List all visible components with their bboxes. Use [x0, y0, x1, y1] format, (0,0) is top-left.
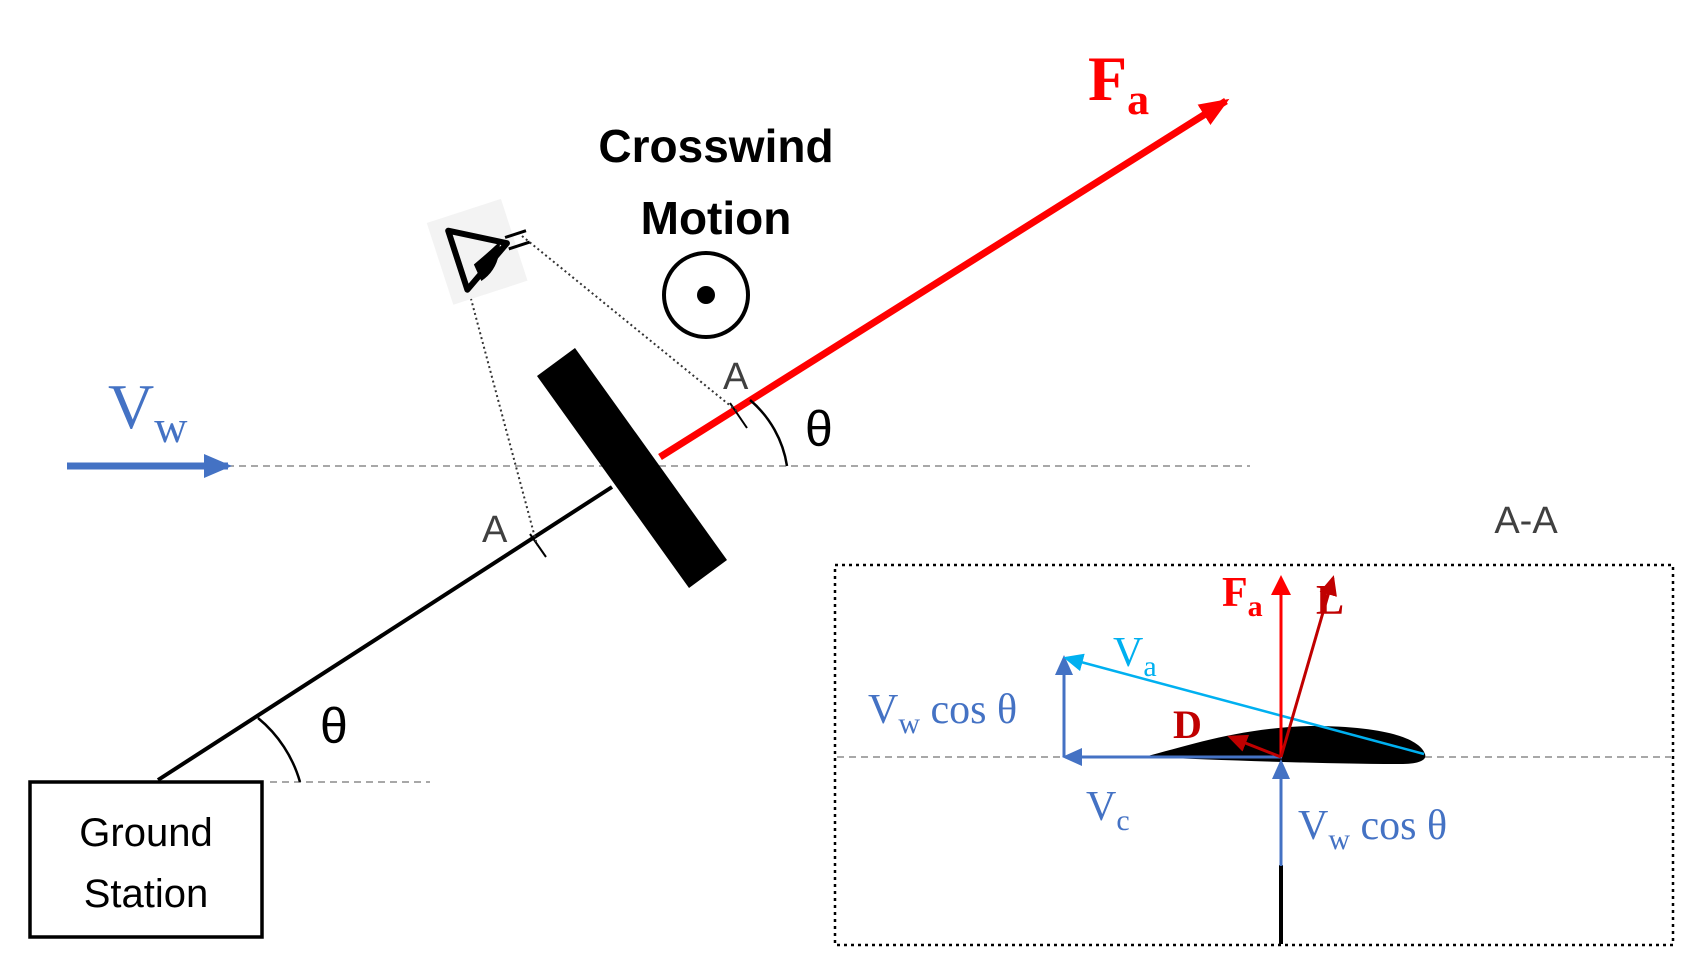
ground-station-box — [28, 780, 264, 939]
crosswind-label-line2: Motion — [641, 192, 792, 244]
apparent-wind-label: Va — [1113, 630, 1157, 683]
section-title: A-A — [1494, 500, 1558, 542]
lift-label: L — [1316, 578, 1344, 624]
section-mark-upper: A — [723, 356, 749, 398]
aerodynamic-force-arrow — [658, 98, 1230, 460]
inset-force-label-sub: a — [1248, 590, 1263, 623]
section-tick-lower — [529, 533, 547, 558]
section-mark-lower: A — [482, 509, 508, 551]
aerodynamic-force-label: Fa — [1088, 43, 1149, 124]
view-line-upper — [521, 235, 739, 413]
apparent-wind-label-sub: a — [1143, 650, 1156, 683]
wind-cos-label-left-base: V — [868, 687, 898, 733]
drag-arrow — [1227, 734, 1282, 759]
aerodynamic-force-label-sub: a — [1127, 75, 1149, 124]
theta-arc-upper — [749, 399, 789, 467]
eye-icon — [426, 198, 531, 305]
view-line-lower — [466, 283, 538, 546]
wind-cos-label-bottom-sub: w — [1328, 823, 1350, 856]
aerodynamic-force-label-base: F — [1088, 43, 1127, 114]
wind-cos-label-bottom-base: V — [1298, 803, 1328, 849]
crosswind-velocity-label-base: V — [1086, 784, 1116, 830]
wind-cos-label-left-tail: cos θ — [920, 687, 1017, 733]
apparent-wind-vector — [1063, 653, 1425, 756]
inset-force-label: Fa — [1222, 570, 1263, 623]
theta-label-lower: θ — [320, 698, 348, 754]
wind-speed-label-base: V — [108, 371, 154, 442]
out-of-plane-motion-icon — [662, 251, 750, 339]
kite-wing — [537, 348, 727, 588]
apparent-wind-label-base: V — [1113, 630, 1143, 676]
wind-speed-label: Vw — [108, 371, 188, 452]
ground-station-label-line2: Station — [84, 872, 209, 916]
wind-cos-label-bottom: Vw cos θ — [1298, 803, 1447, 856]
lift-arrow — [1279, 575, 1337, 758]
wind-speed-label-sub: w — [154, 401, 188, 452]
crosswind-label-line1: Crosswind — [598, 120, 833, 172]
theta-label-upper: θ — [805, 401, 833, 457]
crosswind-velocity-label-sub: c — [1116, 804, 1129, 837]
crosswind-velocity-label: Vc — [1086, 784, 1130, 837]
wind-cos-label-bottom-tail: cos θ — [1350, 803, 1447, 849]
wind-cos-label-left-sub: w — [898, 707, 920, 740]
wind-cos-label-left: Vw cos θ — [868, 687, 1017, 740]
inset-force-label-base: F — [1222, 570, 1248, 616]
theta-arc-lower — [257, 717, 302, 783]
ground-station-label-line1: Ground — [79, 811, 212, 855]
tether-line — [156, 485, 614, 782]
drag-label: D — [1173, 702, 1202, 747]
